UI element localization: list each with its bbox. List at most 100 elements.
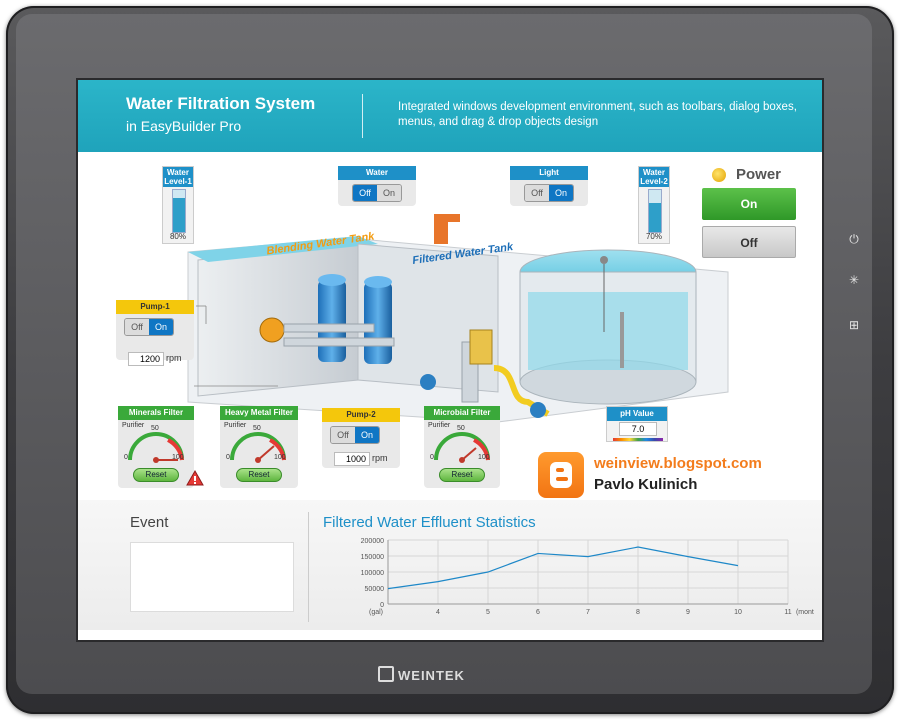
water-switch-title: Water xyxy=(338,166,416,180)
blog-author: Pavlo Kulinich xyxy=(594,476,698,493)
pump-1-on-button[interactable]: On xyxy=(149,319,173,335)
statistics-title: Filtered Water Effluent Statistics xyxy=(323,514,536,531)
water-level-1-title: Water xyxy=(167,168,189,177)
heavy-metal-purifier-label: Purifier xyxy=(224,422,247,429)
ph-panel: pH Value 7.0 xyxy=(606,406,668,442)
pump-1-toggle[interactable]: Off On xyxy=(124,318,174,336)
y-axis-label: (gal) xyxy=(369,609,383,616)
x-tick-label: 4 xyxy=(436,609,440,616)
microbial-gauge-min: 0 xyxy=(430,454,434,461)
weintek-logo-icon xyxy=(378,666,394,682)
heavy-metal-filter-title: Heavy Metal Filter xyxy=(220,406,298,420)
pump-1-panel: Pump-1 Off On 1200 rpm xyxy=(116,300,194,366)
water-level-2-panel: Water Level-2 70% xyxy=(638,166,670,244)
minerals-filter-panel: Minerals Filter Purifier 0 50 100 Reset xyxy=(118,406,194,488)
page-title: Water Filtration System xyxy=(126,94,316,113)
x-tick-label: 8 xyxy=(636,609,640,616)
x-axis-label: (month) xyxy=(796,609,814,616)
water-level-2-title: Water xyxy=(643,168,665,177)
ph-color-scale xyxy=(613,438,663,441)
blogger-logo-icon xyxy=(538,452,584,498)
microbial-filter-panel: Microbial Filter Purifier 0 50 100 Reset xyxy=(424,406,500,488)
ph-value: 7.0 xyxy=(619,422,657,436)
minerals-gauge-max: 100 xyxy=(172,454,184,461)
power-label: Power xyxy=(736,166,782,183)
x-tick-label: 9 xyxy=(686,609,690,616)
y-tick-label: 150000 xyxy=(361,554,384,561)
header-divider xyxy=(362,94,363,138)
light-off-button[interactable]: Off xyxy=(525,185,549,201)
pump-2-title: Pump-2 xyxy=(322,408,400,422)
y-tick-label: 200000 xyxy=(361,538,384,545)
water-level-1-panel: Water Level-1 80% xyxy=(162,166,194,244)
minerals-gauge-mid: 50 xyxy=(151,425,159,432)
event-title: Event xyxy=(130,514,169,531)
water-on-button[interactable]: On xyxy=(377,185,401,201)
brand-label: WEINTEK xyxy=(398,668,465,683)
microbial-reset-button[interactable]: Reset xyxy=(439,468,485,482)
microbial-filter-title: Microbial Filter xyxy=(424,406,500,420)
power-icon: ⏻ xyxy=(849,232,859,246)
x-tick-label: 7 xyxy=(586,609,590,616)
water-level-2-subtitle: Level-2 xyxy=(640,177,668,186)
blog-watermark: weinview.blogspot.com Pavlo Kulinich xyxy=(538,452,808,498)
pump-2-panel: Pump-2 Off On 1000 rpm xyxy=(322,408,400,468)
pump-1-rpm-unit: rpm xyxy=(166,353,182,363)
water-level-2-value: 70% xyxy=(645,232,662,241)
water-level-1-subtitle: Level-1 xyxy=(164,177,192,186)
water-switch-panel: Water Off On xyxy=(338,166,416,206)
water-toggle[interactable]: Off On xyxy=(352,184,402,202)
microbial-gauge-mid: 50 xyxy=(457,425,465,432)
heavy-metal-reset-button[interactable]: Reset xyxy=(236,468,282,482)
light-switch-panel: Light Off On xyxy=(510,166,588,206)
pump-2-off-button[interactable]: Off xyxy=(331,427,355,443)
microbial-purifier-label: Purifier xyxy=(428,422,451,429)
plant-illustration xyxy=(187,214,729,423)
series-line xyxy=(387,546,739,590)
heavy-metal-filter-panel: Heavy Metal Filter Purifier 0 50 100 Res… xyxy=(220,406,298,488)
x-tick-label: 11 xyxy=(784,609,791,616)
water-level-2-gauge xyxy=(648,189,662,233)
light-switch-title: Light xyxy=(510,166,588,180)
x-tick-label: 10 xyxy=(734,609,742,616)
brightness-icon: ✳ xyxy=(848,273,860,287)
light-on-button[interactable]: On xyxy=(549,185,573,201)
water-level-2-header: Water Level-2 xyxy=(639,167,669,187)
pump-1-title: Pump-1 xyxy=(116,300,194,314)
minerals-reset-button[interactable]: Reset xyxy=(133,468,179,482)
warning-icon xyxy=(186,470,204,486)
y-tick-label: 50000 xyxy=(365,586,385,593)
water-level-2-fill xyxy=(649,202,661,232)
network-icon: ⊞ xyxy=(848,318,860,332)
process-diagram: Blending Water Tank Filtered Water Tank … xyxy=(78,152,822,500)
water-level-1-fill xyxy=(173,198,185,232)
pump-2-rpm-input[interactable]: 1000 xyxy=(334,452,370,466)
bottom-divider xyxy=(308,512,309,622)
pump-1-rpm-input[interactable]: 1200 xyxy=(128,352,164,366)
x-tick-label: 5 xyxy=(486,609,490,616)
ph-title: pH Value xyxy=(607,407,667,421)
pump-2-toggle[interactable]: Off On xyxy=(330,426,380,444)
x-tick-label: 6 xyxy=(536,609,540,616)
power-on-button[interactable]: On xyxy=(702,188,796,220)
pump-1-off-button[interactable]: Off xyxy=(125,319,149,335)
heavy-metal-purifier-gauge xyxy=(230,432,286,463)
heavy-metal-gauge-max: 100 xyxy=(274,454,286,461)
event-list[interactable] xyxy=(130,542,294,612)
minerals-filter-title: Minerals Filter xyxy=(118,406,194,420)
water-level-1-header: Water Level-1 xyxy=(163,167,193,187)
header-banner: Water Filtration System in EasyBuilder P… xyxy=(78,80,822,152)
power-off-button[interactable]: Off xyxy=(702,226,796,258)
light-toggle[interactable]: Off On xyxy=(524,184,574,202)
minerals-gauge-min: 0 xyxy=(124,454,128,461)
water-off-button[interactable]: Off xyxy=(353,185,377,201)
blog-url: weinview.blogspot.com xyxy=(594,455,762,472)
page-subtitle: in EasyBuilder Pro xyxy=(126,118,242,134)
header-description: Integrated windows development environme… xyxy=(398,101,797,128)
power-indicator-icon xyxy=(712,168,726,182)
pump-2-on-button[interactable]: On xyxy=(355,427,379,443)
minerals-purifier-label: Purifier xyxy=(122,422,145,429)
hmi-screen: Water Filtration System in EasyBuilder P… xyxy=(78,80,822,640)
blogger-b-glyph xyxy=(550,462,572,488)
